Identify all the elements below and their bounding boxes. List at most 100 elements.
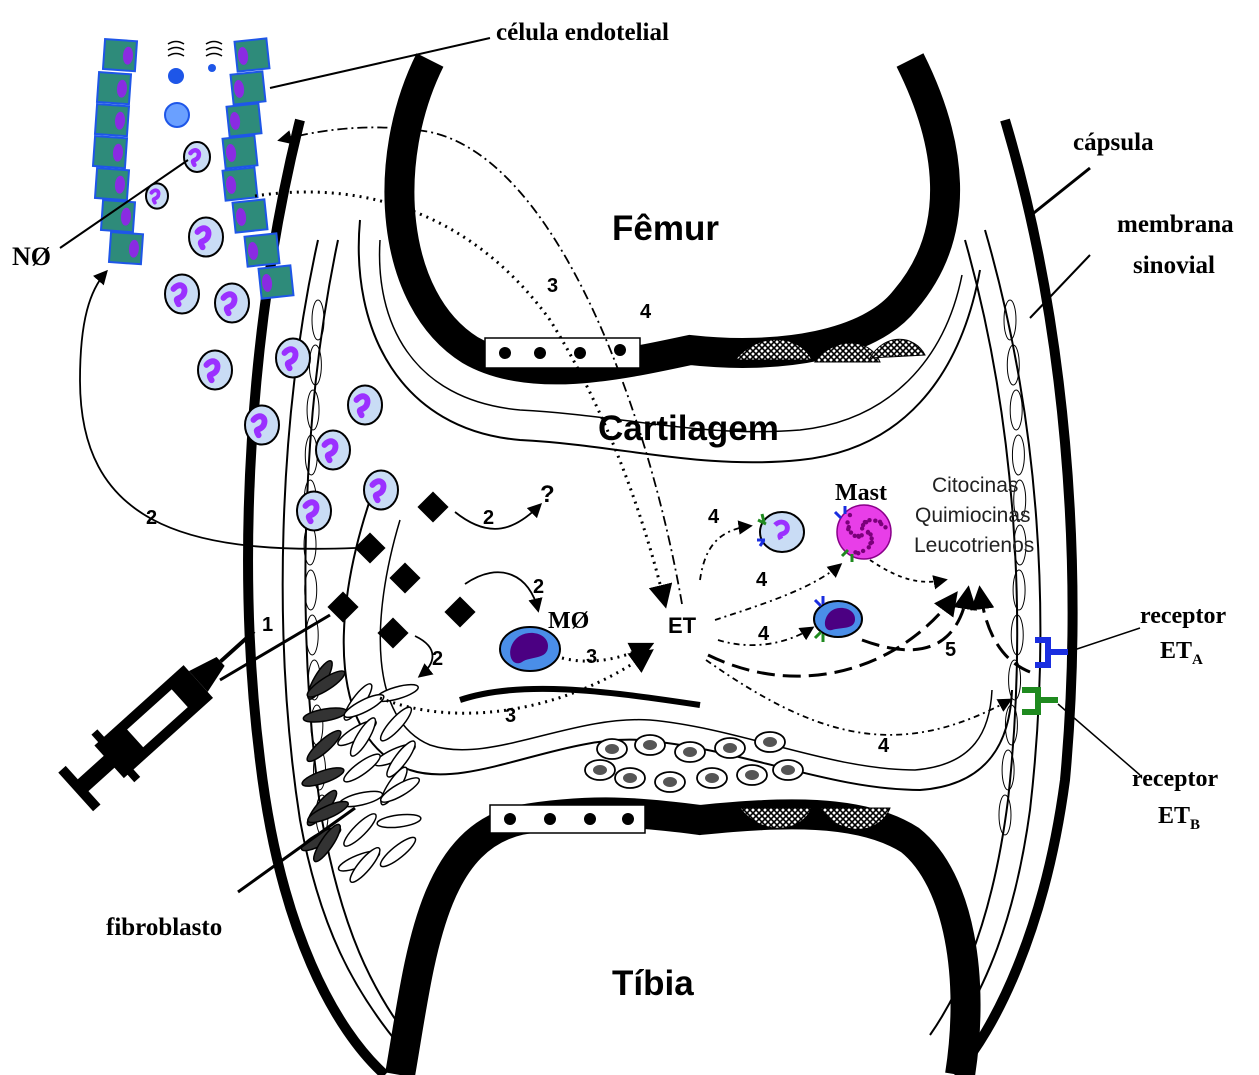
- endothelial-cell: [235, 38, 270, 71]
- neutrophil-cell: [348, 385, 382, 424]
- neutrophil-cell: [364, 470, 398, 509]
- platelet: [168, 68, 184, 84]
- step-2-vessel: 2: [146, 507, 157, 529]
- syringe-icon: [54, 608, 275, 816]
- endothelial-wall-left: [93, 39, 143, 264]
- mast-granule: [853, 550, 857, 554]
- membrane-cell: [305, 570, 317, 610]
- mast-granule: [847, 525, 851, 529]
- endothelial-cell: [95, 168, 129, 200]
- label-macrophage: MØ: [548, 608, 589, 634]
- membrane-cell: [306, 615, 318, 655]
- neutrophil-cell: [198, 350, 232, 389]
- neutrophil-cell: [245, 405, 279, 444]
- label-neutrophil: NØ: [12, 242, 51, 271]
- endothelial-cell: [231, 71, 266, 104]
- agent-diamond: [389, 562, 420, 593]
- platelet: [165, 103, 189, 127]
- synovial-cell: [655, 772, 685, 792]
- label-mast: Mast: [835, 480, 887, 506]
- label-capsule: cápsula: [1073, 129, 1154, 156]
- synovial-cell: [597, 739, 627, 759]
- fibroblast-cluster: [299, 658, 422, 886]
- endothelial-cell: [223, 135, 258, 168]
- fibroblast-strand: [376, 812, 421, 829]
- endothelial-cell: [103, 39, 137, 71]
- fibroblast-strand: [377, 704, 415, 745]
- mediator-item: Quimiocinas: [915, 504, 1031, 527]
- mast-granule: [873, 519, 877, 523]
- receptor-b-base: ET: [1158, 803, 1190, 829]
- step-4-synovial: 4: [878, 735, 890, 757]
- endothelial-cell: [227, 103, 262, 136]
- label-endothelial-cell: célula endotelial: [496, 19, 669, 46]
- agent-diamond: [444, 596, 475, 627]
- receptor-a-sub: A: [1192, 652, 1203, 668]
- label-endothelin: ET: [668, 613, 697, 638]
- fibroblast-strand: [377, 833, 419, 870]
- label-receptor-a-word: receptor: [1140, 603, 1227, 629]
- mast-granule: [864, 520, 868, 524]
- synovial-cell: [737, 765, 767, 785]
- synovial-cell: [715, 738, 745, 758]
- mast-granule: [868, 541, 872, 545]
- step-4-mast: 4: [756, 569, 768, 591]
- endothelial-cell: [223, 167, 258, 200]
- mast-granule: [883, 525, 887, 529]
- step-3-fibroblast: 3: [505, 705, 516, 727]
- synovial-cell: [585, 760, 615, 780]
- agent-diamond: [327, 591, 358, 622]
- macrophage-with-receptors: [814, 596, 862, 642]
- step-2-fibroblast: 2: [432, 648, 443, 670]
- mediator-list: Citocinas Quimiocinas Leucotrienos: [914, 474, 1034, 557]
- label-synovial-membrane-1: membrana: [1117, 211, 1234, 238]
- mast-cell: [835, 505, 891, 562]
- endothelin-agent-diamonds: [327, 491, 475, 648]
- step-5: 5: [945, 639, 956, 661]
- step-3-vessel: 3: [547, 275, 558, 297]
- step-3-macrophage: 3: [586, 646, 597, 668]
- synovial-cells: [585, 732, 803, 792]
- agent-diamond: [417, 491, 448, 522]
- endothelial-cell: [97, 72, 131, 104]
- step-4-neutrophil: 4: [708, 506, 720, 528]
- label-femur: Fêmur: [612, 209, 719, 248]
- endothelial-wall-right: [223, 38, 294, 298]
- neutrophil-cell: [184, 142, 210, 172]
- synovial-cell: [773, 760, 803, 780]
- endothelial-cell: [95, 104, 129, 136]
- label-synovial-membrane-2: sinovial: [1133, 252, 1215, 279]
- femur-bone: [359, 60, 980, 462]
- agent-diamond: [377, 617, 408, 648]
- mediator-item: Citocinas: [932, 474, 1018, 497]
- label-question: ?: [540, 481, 555, 508]
- membrane-cell: [1002, 750, 1014, 790]
- label-cartilage: Cartilagem: [598, 409, 779, 448]
- mast-granule: [861, 549, 865, 553]
- neutrophil-cell: [165, 274, 199, 313]
- label-fibroblast: fibroblasto: [106, 914, 222, 941]
- synovial-cell: [615, 768, 645, 788]
- mast-granule: [866, 530, 870, 534]
- label-receptor-a: ETA: [1160, 638, 1203, 668]
- endothelial-cell: [259, 265, 294, 298]
- step-2-macrophage: 2: [533, 576, 544, 598]
- mast-granule: [869, 536, 873, 540]
- synovial-cell: [697, 768, 727, 788]
- neutrophil-with-receptors: [757, 512, 804, 552]
- mast-granule: [848, 513, 852, 517]
- neutrophil-cell: [215, 283, 249, 322]
- neutrophil-cell: [276, 338, 310, 377]
- membrane-cell: [312, 300, 324, 340]
- step-4-macrophage: 4: [758, 623, 770, 645]
- mast-granule: [856, 534, 860, 538]
- platelet: [208, 64, 216, 72]
- endothelial-cell: [233, 199, 268, 232]
- step-4-vessel: 4: [640, 301, 652, 323]
- endothelial-cell: [245, 233, 280, 266]
- mast-granule: [849, 530, 853, 534]
- label-receptor-b: ETB: [1158, 803, 1200, 833]
- fibroblast-strand: [341, 750, 384, 786]
- receptor-etb-symbol: [1022, 690, 1058, 712]
